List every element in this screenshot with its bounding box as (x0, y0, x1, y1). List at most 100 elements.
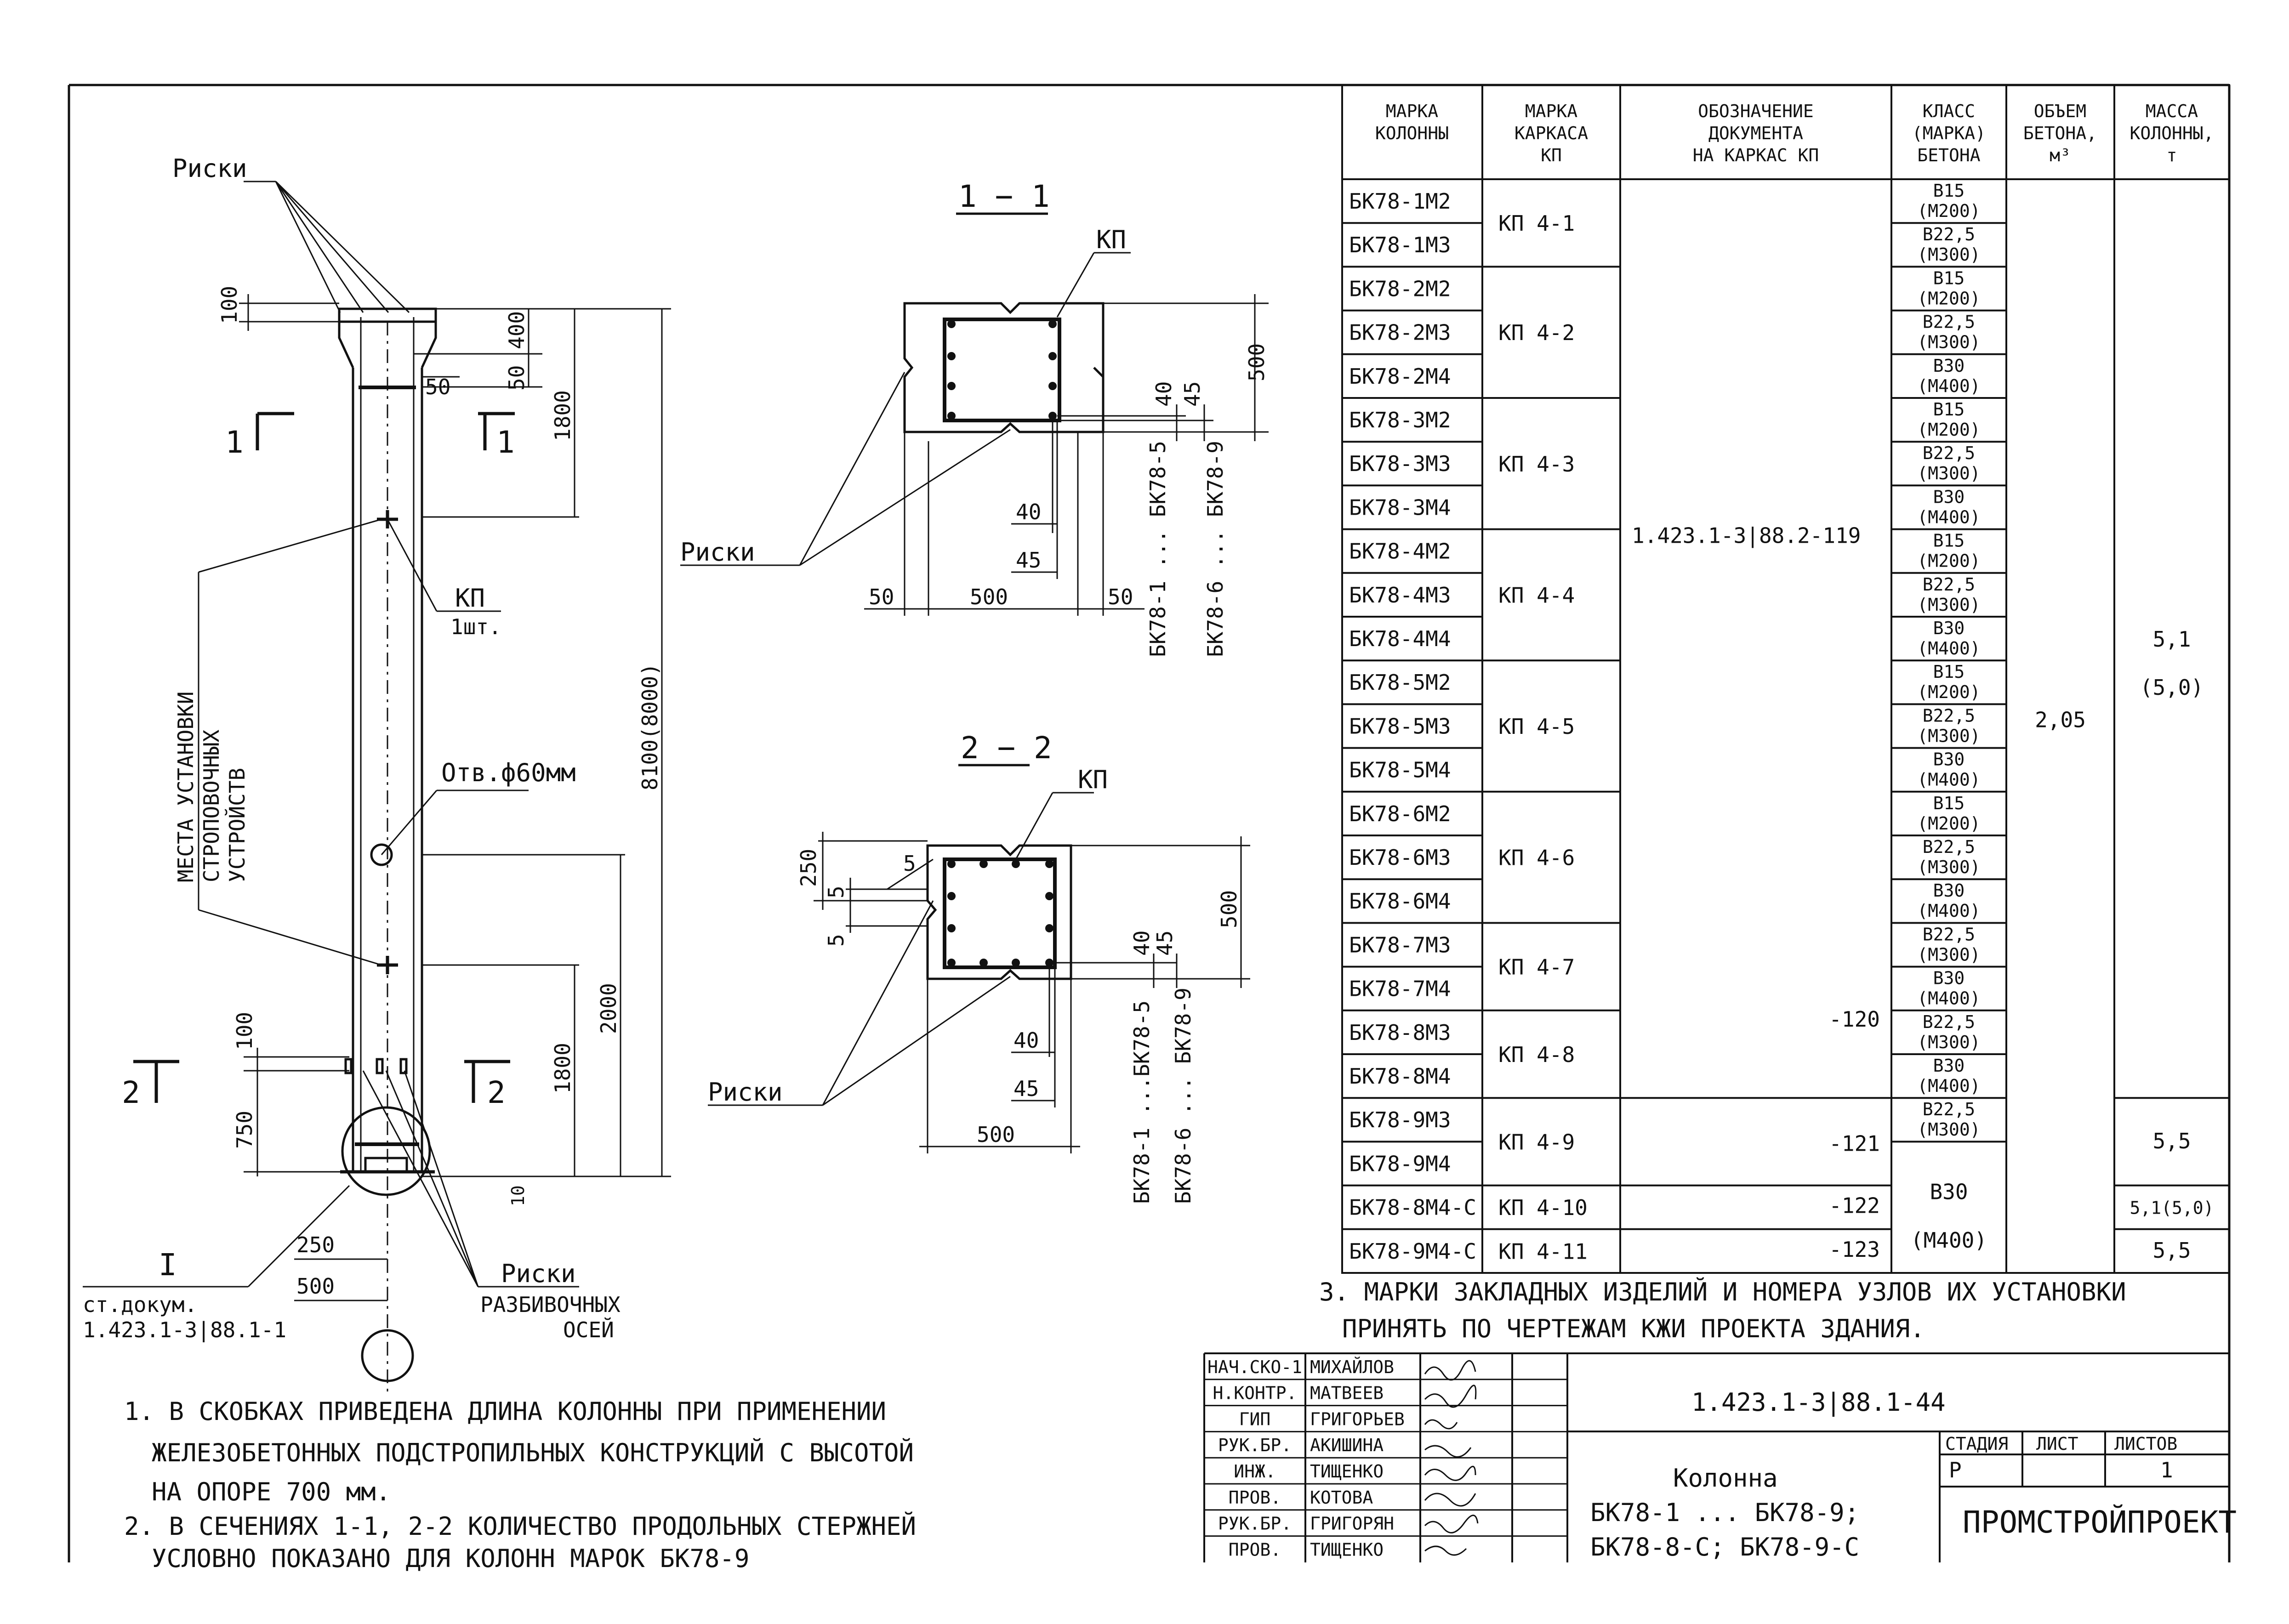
dim-400: 400 (504, 311, 529, 349)
node-ref-line2: 1.423.1-3|88.1-1 (83, 1317, 286, 1343)
section-1-1: 1 − 1 КП Риски 500 50 50 500 40 45 40 45… (680, 179, 1269, 657)
class-cell-mark: (М300) (1917, 857, 1980, 877)
title-block-role: ИНЖ. (1234, 1461, 1276, 1482)
table-header-5-1: КОЛОННЫ, (2130, 123, 2214, 143)
class-cell-mark: (М400) (1917, 901, 1980, 921)
stage-header: СТАДИЯ (1945, 1434, 2008, 1454)
table-header-1-0: МАРКА (1525, 101, 1578, 121)
doc-cell-120: -120 (1829, 1007, 1880, 1032)
kp-cell: КП 4-5 (1498, 714, 1575, 739)
class-cell-mark: (М400) (1917, 988, 1980, 1009)
class-cell: В22,5 (1923, 924, 1975, 944)
table-header-4-1: БЕТОНА, (2023, 123, 2097, 143)
kp-label: КП (455, 584, 485, 613)
class-cell-mark: (М300) (1917, 463, 1980, 483)
note-3-line-1: 3. МАРКИ ЗАКЛАДНЫХ ИЗДЕЛИЙ И НОМЕРА УЗЛО… (1319, 1278, 2126, 1306)
class-tail-2: (М400) (1911, 1228, 1987, 1253)
title-block-role: ГИП (1239, 1409, 1271, 1429)
class-cell-mark: (М400) (1917, 376, 1980, 396)
table-header-3-2: БЕТОНА (1917, 145, 1980, 165)
table-header-2-2: НА КАРКАС КП (1693, 145, 1819, 165)
sheets-value: 1 (2160, 1458, 2173, 1482)
class-cell-mark: (М300) (1917, 944, 1980, 965)
section-1-kp-label: КП (1096, 225, 1126, 254)
doc-code: 1.423.1-3|88.1-44 (1691, 1388, 1946, 1417)
section-1-dim-500-h: 500 (970, 585, 1008, 609)
node-ref-line1: ст.докум. (83, 1292, 197, 1317)
table-header-1-1: КАРКАСА (1515, 123, 1588, 143)
table-header-2-1: ДОКУМЕНТА (1708, 123, 1803, 143)
title-block-name: ГРИГОРЯН (1310, 1514, 1394, 1534)
table-header-2-0: ОБОЗНАЧЕНИЕ (1698, 101, 1814, 121)
doc-cell-122: -122 (1829, 1193, 1880, 1218)
note-1-line-3: НА ОПОРЕ 700 мм. (152, 1477, 391, 1506)
column-mark-cell: БК78-2М3 (1349, 320, 1451, 345)
class-cell: В15 (1933, 793, 1965, 813)
kp-cell: КП 4-2 (1498, 320, 1575, 345)
mass-9c: 5,5 (2152, 1238, 2191, 1263)
axes-label-2: ОСЕЙ (563, 1317, 614, 1342)
hole-label: Отв.ф60мм (441, 758, 576, 787)
class-tail-1: В30 (1930, 1180, 1968, 1204)
kp-cell: КП 4-9 (1498, 1130, 1575, 1154)
dim-500: 500 (296, 1274, 335, 1299)
class-cell: В15 (1933, 268, 1965, 288)
notes: 1. В СКОБКАХ ПРИВЕДЕНА ДЛИНА КОЛОННЫ ПРИ… (124, 1278, 2126, 1573)
section-2-riski-label: Риски (708, 1078, 783, 1107)
column-mark-cell: БК78-9М4 (1349, 1151, 1451, 1176)
axes-label-1: РАЗБИВОЧНЫХ (480, 1292, 621, 1317)
class-cell: В22,5 (1923, 224, 1975, 244)
section-2-dim-45-h: 45 (1014, 1076, 1039, 1101)
table-header-3-0: КЛАСС (1923, 101, 1975, 121)
class-cell: В22,5 (1923, 1099, 1975, 1119)
column-mark-cell: БК78-3М4 (1349, 495, 1451, 520)
column-mark-cell: БК78-5М3 (1349, 714, 1451, 738)
class-cell: В15 (1933, 181, 1965, 201)
column-mark-cell: БК78-6М4 (1349, 889, 1451, 914)
class-cell: В22,5 (1923, 443, 1975, 463)
column-mark-cell: БК78-8М3 (1349, 1020, 1451, 1045)
column-mark-cell: БК78-3М2 (1349, 408, 1451, 432)
column-elevation: Риски КП 1шт. Отв.ф60мм МЕСТА УСТАНОВКИ … (83, 154, 671, 1392)
title-block-role: НАЧ.СКО-1 (1207, 1357, 1302, 1377)
mass-main: 5,1 (2152, 627, 2191, 652)
riski-bottom-label: Риски (501, 1259, 576, 1288)
class-cell: В30 (1933, 750, 1965, 770)
section-1-dim-50-l: 50 (869, 585, 894, 609)
column-mark-cell: БК78-8М4-С (1349, 1195, 1476, 1220)
kp-cell: КП 4-1 (1498, 211, 1575, 236)
dim-10: 10 (508, 1185, 528, 1206)
section-2-right-mark: 2 (487, 1075, 506, 1110)
sheets-header: ЛИСТОВ (2114, 1434, 2177, 1454)
section-2-dim-45-v: 45 (1152, 931, 1177, 956)
section-2-dim-40-h: 40 (1014, 1028, 1039, 1053)
class-cell-mark: (М400) (1917, 507, 1980, 527)
dim-100-bottom: 100 (232, 1012, 257, 1050)
class-cell-mark: (М300) (1917, 332, 1980, 352)
class-cell: В30 (1933, 487, 1965, 507)
note-3-line-2: ПРИНЯТЬ ПО ЧЕРТЕЖАМ КЖИ ПРОЕКТА ЗДАНИЯ. (1342, 1314, 1925, 1343)
title-block-name: АКИШИНА (1310, 1435, 1384, 1455)
table-header-0-1: КОЛОННЫ (1375, 123, 1449, 143)
class-cell-mark: (М400) (1917, 1076, 1980, 1096)
column-mark-cell: БК78-2М2 (1349, 276, 1451, 301)
section-2-2: 2 − 2 КП Риски 250 5 5 5 500 40 45 40 45… (708, 730, 1250, 1204)
node-label: I (159, 1247, 177, 1283)
sheet-header: ЛИСТ (2036, 1434, 2078, 1454)
kp-cell: КП 4-3 (1498, 452, 1575, 477)
note-2-line-2: УСЛОВНО ПОКАЗАНО ДЛЯ КОЛОНН МАРОК БК78-9 (152, 1544, 749, 1573)
column-mark-cell: БК78-4М2 (1349, 539, 1451, 564)
section-2-dim-5b: 5 (824, 934, 848, 947)
section-2-left-mark: 2 (122, 1075, 140, 1110)
column-mark-cell: БК78-4М4 (1349, 626, 1451, 651)
column-mark-cell: БК78-5М4 (1349, 758, 1451, 783)
title-block-name: МИХАЙЛОВ (1310, 1357, 1394, 1377)
class-cell-mark: (М300) (1917, 726, 1980, 746)
title-block-role: РУК.БР. (1218, 1514, 1292, 1534)
section-1-dim-45-v: 45 (1180, 381, 1205, 407)
dim-1800-top: 1800 (550, 390, 575, 441)
title-block-name: ГРИГОРЬЕВ (1310, 1409, 1405, 1429)
kp-cell: КП 4-4 (1498, 583, 1575, 608)
class-cell: В15 (1933, 662, 1965, 682)
title-block-name: ТИЩЕНКО (1310, 1539, 1384, 1560)
